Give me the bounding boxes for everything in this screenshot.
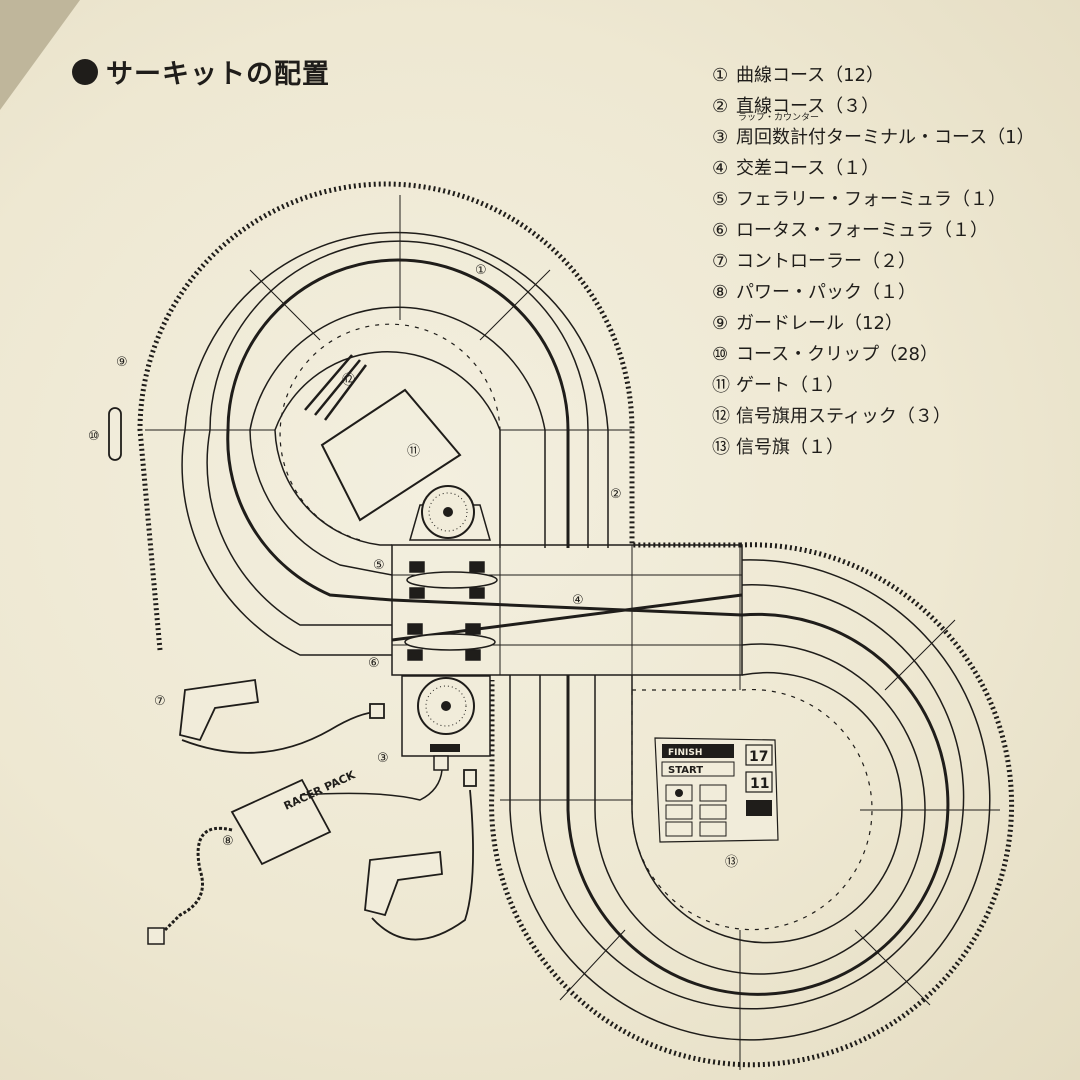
legend-num: ⑩ xyxy=(712,344,729,365)
legend-text: フェラリー・フォーミュラ（１） xyxy=(736,189,1006,210)
legend-text: ガードレール（12） xyxy=(736,313,903,334)
bullet-icon xyxy=(72,58,98,85)
upper-infield-edge xyxy=(279,323,501,541)
page-title: サーキットの配置 xyxy=(72,52,330,91)
legend-num: ④ xyxy=(712,158,729,179)
lap-counter-upper xyxy=(409,485,491,541)
legend-text: コントローラー（２） xyxy=(736,251,916,272)
callout-12: ⑫ xyxy=(342,373,355,388)
lower-track-core xyxy=(631,671,903,944)
legend-num: ⑫ xyxy=(712,406,730,427)
callout-6: ⑥ xyxy=(368,656,380,671)
power-pack-icon xyxy=(147,755,449,945)
upper-track-outer xyxy=(181,231,609,656)
legend-text: コース・クリップ（28） xyxy=(736,344,939,365)
legend-text: ゲート（１） xyxy=(736,375,844,396)
legend-item: ⑩ コース・クリップ（28） xyxy=(712,339,1080,370)
upper-track-core xyxy=(274,351,501,548)
lap-counter-terminal xyxy=(401,675,491,757)
legend-item: ⑧ パワー・パック（１） xyxy=(712,277,1080,308)
legend-item: ラップ・カウンター ③ 周回数計付ターミナル・コース（1） xyxy=(712,113,1080,153)
legend-item: ⑦ コントローラー（２） xyxy=(712,246,1080,277)
callout-4: ④ xyxy=(572,593,584,608)
course-clip-icon xyxy=(108,407,122,461)
callout-2: ② xyxy=(610,487,622,502)
legend-item: ① 曲線コース（12） xyxy=(712,60,1080,91)
legend-num: ③ xyxy=(712,127,729,148)
lower-track-edge xyxy=(539,584,965,1010)
legend-item: ⑬ 信号旗（１） xyxy=(712,432,1080,463)
legend-num: ⑥ xyxy=(712,220,729,241)
ferrari-car-icon xyxy=(406,561,498,599)
flag-sticks-icon xyxy=(304,354,368,421)
lower-track-outer xyxy=(509,559,991,1041)
callout-8: ⑧ xyxy=(222,834,234,849)
callout-9: ⑨ xyxy=(116,355,128,370)
upper-track-inner xyxy=(249,306,546,576)
legend-text: 周回数計付ターミナル・コース（1） xyxy=(736,127,1035,148)
callout-7: ⑦ xyxy=(154,694,166,709)
legend-text: 直線コース（３） xyxy=(736,96,880,117)
callout-10: ⑩ xyxy=(88,429,100,444)
legend-item: ② 直線コース（３） xyxy=(712,91,1080,122)
callout-1: ① xyxy=(475,263,487,278)
flag-number-bottom: 11 xyxy=(750,776,769,792)
lotus-car-icon xyxy=(404,623,496,661)
crossing-lane-a[interactable] xyxy=(391,598,743,617)
callout-13: ⑬ xyxy=(725,855,738,870)
legend-num: ⑨ xyxy=(712,313,729,334)
signal-flag-board xyxy=(654,737,779,843)
legend-text: 曲線コース（12） xyxy=(736,65,885,86)
gate-icon xyxy=(320,388,462,522)
callout-11: ⑪ xyxy=(407,444,420,459)
legend-text: 信号旗用スティック（３） xyxy=(736,406,951,427)
paper-fold xyxy=(0,0,80,110)
legend-num: ⑦ xyxy=(712,251,729,272)
legend-ruby: ラップ・カウンター xyxy=(738,113,820,123)
flag-number-top: 17 xyxy=(749,749,768,765)
legend-item: ⑤ フェラリー・フォーミュラ（１） xyxy=(712,184,1080,215)
page-title-text: サーキットの配置 xyxy=(106,59,330,90)
legend-item: ⑪ ゲート（１） xyxy=(712,370,1080,401)
crossing-track xyxy=(391,544,743,676)
parts-legend: ① 曲線コース（12） ② 直線コース（３） ラップ・カウンター ③ 周回数計付ターミナ… xyxy=(712,60,1080,463)
legend-item: ⑨ ガードレール（12） xyxy=(712,308,1080,339)
legend-num: ⑪ xyxy=(712,375,730,396)
legend-text: パワー・パック（１） xyxy=(736,282,916,303)
legend-text: 信号旗（１） xyxy=(736,437,844,458)
lower-track-inner xyxy=(594,643,926,975)
callout-3: ③ xyxy=(377,751,389,766)
lower-guardrail xyxy=(489,542,1015,1068)
legend-num: ① xyxy=(712,65,729,86)
legend-num: ② xyxy=(712,96,729,117)
legend-num: ⑬ xyxy=(712,437,730,458)
callout-5: ⑤ xyxy=(373,558,385,573)
legend-text: 交差コース（１） xyxy=(736,158,880,179)
lower-infield-edge xyxy=(631,688,873,931)
legend-item: ④ 交差コース（１） xyxy=(712,153,1080,184)
controller-icon xyxy=(364,769,477,941)
legend-item: ⑫ 信号旗用スティック（３） xyxy=(712,401,1080,432)
legend-text: ロータス・フォーミュラ（１） xyxy=(736,220,988,241)
flag-finish-text: FINISH xyxy=(668,748,702,758)
lower-lane-line[interactable] xyxy=(566,612,950,996)
legend-num: ⑤ xyxy=(712,189,729,210)
legend-num: ⑧ xyxy=(712,282,729,303)
upper-lane-line[interactable] xyxy=(226,258,570,602)
crossing-lane-b[interactable] xyxy=(391,593,743,642)
controller-icon xyxy=(179,678,385,754)
legend-item: ⑥ ロータス・フォーミュラ（１） xyxy=(712,215,1080,246)
flag-start-text: START xyxy=(668,765,703,776)
upper-track-edge xyxy=(206,240,589,626)
